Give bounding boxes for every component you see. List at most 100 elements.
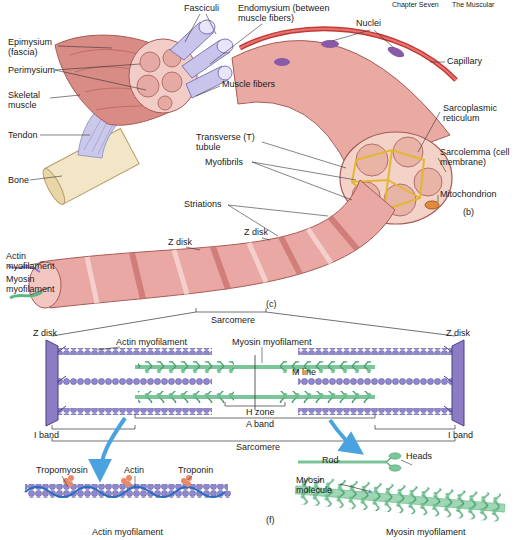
actin-filament-part bbox=[185, 481, 191, 487]
bracket-part bbox=[196, 308, 266, 312]
myofibril-part bbox=[132, 217, 357, 299]
part-label: Troponin bbox=[178, 466, 213, 476]
leader-line-part bbox=[55, 64, 146, 90]
zoom-arrow bbox=[100, 418, 360, 478]
leader-line-part bbox=[252, 162, 356, 200]
leader-line-part bbox=[262, 142, 346, 168]
part-label: (c) bbox=[266, 300, 277, 310]
muscle-fiber-part bbox=[386, 45, 406, 60]
myofibril-part bbox=[213, 247, 228, 289]
bracket-part bbox=[225, 402, 285, 406]
actin-filament bbox=[25, 475, 231, 498]
leader-line-part bbox=[186, 247, 200, 250]
part-label: Myofibrils bbox=[205, 158, 243, 168]
bracket-part bbox=[375, 425, 455, 429]
actin-filament-part bbox=[186, 475, 192, 481]
myosin-filament-part bbox=[298, 461, 386, 464]
part-label: Myosin myofilament bbox=[6, 275, 51, 294]
part-label: Striations bbox=[184, 200, 222, 210]
part-label: Nuclei bbox=[356, 19, 381, 29]
part-label: (f) bbox=[266, 516, 275, 526]
part-label: (b) bbox=[463, 208, 474, 218]
part-label: Sarcomere bbox=[211, 316, 255, 326]
part-label: Z disk bbox=[446, 329, 470, 339]
myosin-filament-part bbox=[294, 476, 506, 522]
leader-line-part bbox=[30, 176, 62, 180]
skeletal-muscle-part bbox=[162, 72, 182, 92]
part-label: Actin myofilament bbox=[92, 528, 163, 538]
bracket bbox=[52, 308, 455, 441]
part-label: Heads bbox=[406, 452, 432, 462]
sarcomere-part bbox=[452, 340, 464, 426]
muscle-fiber-part bbox=[240, 29, 456, 80]
actin-filament-part bbox=[67, 481, 73, 487]
leader-line-part bbox=[262, 238, 270, 240]
muscle-fiber-part bbox=[240, 29, 456, 80]
leader-line-part bbox=[332, 30, 394, 48]
sarcomere bbox=[46, 340, 464, 426]
part-label: Bone bbox=[8, 176, 29, 186]
sarcomere-part bbox=[58, 348, 212, 355]
part-label: Z disk bbox=[33, 329, 57, 339]
part-label: Transverse (T) tubule bbox=[196, 133, 264, 152]
fasciculi-part bbox=[217, 39, 233, 53]
actin-filament-part bbox=[25, 487, 225, 497]
part-label: Z disk bbox=[244, 228, 268, 238]
leader-line-part bbox=[196, 86, 220, 96]
leader-line-part bbox=[58, 46, 112, 48]
part-label: H zone bbox=[246, 408, 275, 418]
leader-line-part bbox=[418, 112, 440, 152]
myosin-filament bbox=[294, 453, 506, 522]
skeletal-muscle-part bbox=[137, 75, 159, 97]
leader-line-part bbox=[430, 62, 445, 63]
part-label: I band bbox=[448, 431, 473, 441]
leader-line-part bbox=[62, 476, 68, 487]
sarcomere-part bbox=[58, 408, 212, 415]
myofibril-part bbox=[281, 237, 300, 274]
leader-line bbox=[20, 14, 446, 487]
leader-line-part bbox=[135, 476, 136, 487]
part-label: Mitochondrion bbox=[440, 190, 497, 200]
part-label: Myosin molecule bbox=[296, 476, 340, 495]
part-label: Sarcolemma (cell membrane) bbox=[440, 148, 512, 167]
part-label: Fasciculi bbox=[184, 4, 219, 14]
sarcomere-part bbox=[298, 408, 452, 415]
part-label: Chapter Seven bbox=[392, 1, 439, 9]
part-label: Muscle fibers bbox=[222, 80, 275, 90]
myosin-filament-part bbox=[389, 465, 401, 471]
myofibril-part bbox=[87, 257, 97, 303]
myofibril-part bbox=[174, 250, 187, 294]
myofibril-part bbox=[132, 253, 143, 299]
muscle-fiber-part bbox=[274, 58, 290, 66]
myofibril-part bbox=[308, 229, 331, 263]
bracket-part bbox=[52, 312, 455, 336]
leader-line-part bbox=[40, 135, 90, 136]
actin-filament-part bbox=[126, 475, 132, 481]
part-label: M line bbox=[292, 368, 316, 378]
myofibril-part bbox=[87, 229, 331, 303]
part-label: Perimysium bbox=[8, 66, 55, 76]
part-label: Sarcoplasmic reticulum bbox=[443, 104, 511, 123]
skeletal-muscle-part bbox=[158, 96, 172, 110]
myofibril-part bbox=[249, 243, 266, 282]
part-label: I band bbox=[34, 431, 59, 441]
part-label: Sarcomere bbox=[236, 443, 280, 453]
actin-filament-part bbox=[68, 475, 74, 481]
leader-line-part bbox=[188, 476, 192, 480]
part-label: Z disk bbox=[168, 238, 192, 248]
skeletal-muscle-part bbox=[140, 52, 160, 72]
myofibril-part bbox=[330, 217, 357, 249]
myosin-filament-part bbox=[340, 484, 372, 492]
zoom-arrow-part bbox=[330, 420, 360, 452]
zoom-arrow-part bbox=[100, 418, 125, 478]
leader-line-part bbox=[228, 205, 328, 236]
sarcomere-part bbox=[298, 348, 452, 355]
sarcomere-part bbox=[138, 391, 234, 403]
sarcomere-part bbox=[255, 355, 256, 410]
sarcomere-part bbox=[46, 340, 58, 426]
part-label: Actin myofilament bbox=[6, 252, 46, 271]
muscle-fiber-part bbox=[232, 41, 450, 172]
part-label: Actin bbox=[124, 466, 144, 476]
part-label: Myosin myofilament bbox=[232, 338, 312, 348]
